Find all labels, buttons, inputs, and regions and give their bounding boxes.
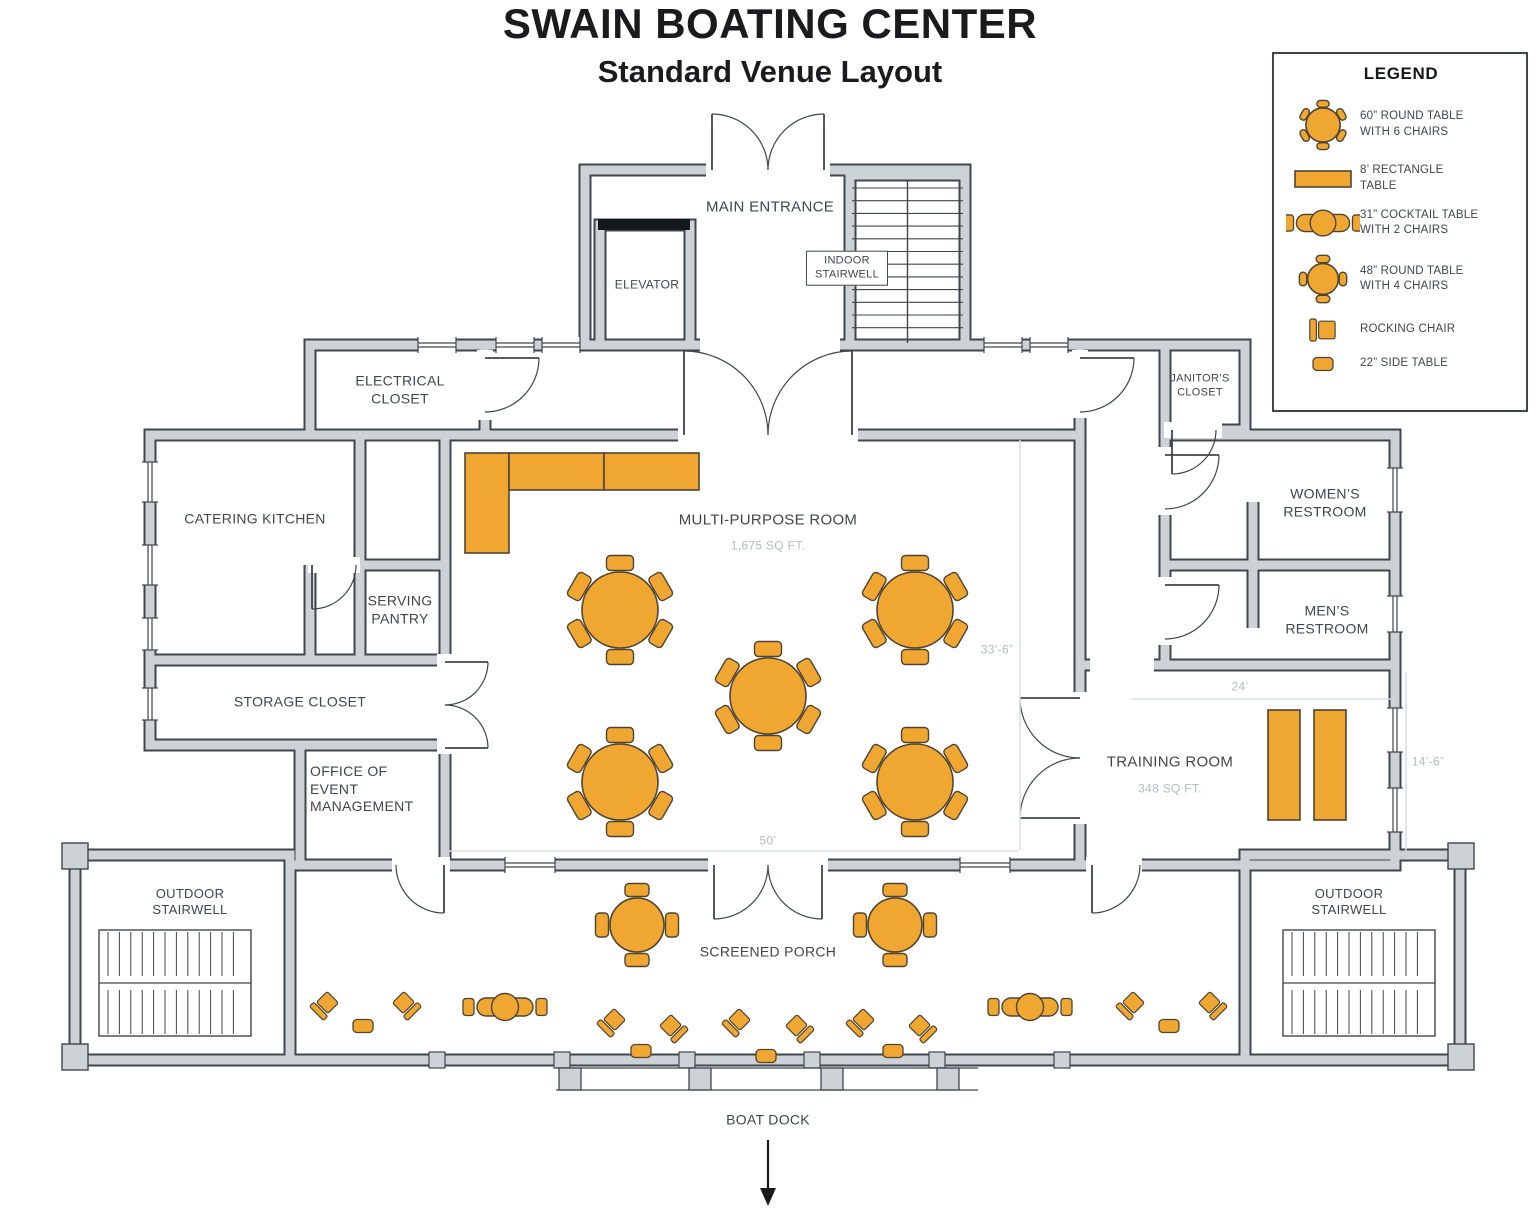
cocktail-icon — [1286, 209, 1360, 237]
pillar — [1447, 842, 1475, 870]
rocking-chair — [596, 1008, 626, 1038]
label-serving-pantry: SERVING PANTRY — [367, 592, 433, 627]
porch-post — [803, 1051, 821, 1069]
rectangle-table — [1267, 709, 1301, 821]
rocking-icon — [1309, 318, 1336, 342]
label-mens-restroom: MEN’S RESTROOM — [1285, 602, 1369, 637]
furniture-layer — [309, 452, 1347, 1064]
label-dim-50: 50’ — [759, 833, 777, 848]
outdoor-stairs — [98, 929, 252, 1037]
side-table — [882, 1043, 904, 1059]
legend-item-label: 22” SIDE TABLE — [1360, 357, 1449, 370]
legend: LEGEND 60” ROUND TABLE WITH 6 CHAIRS 8’ R… — [1272, 52, 1528, 412]
porch-post — [553, 1051, 571, 1069]
legend-items: 60” ROUND TABLE WITH 6 CHAIRS 8’ RECTANGL… — [1286, 96, 1516, 374]
legend-item-label: 48” ROUND TABLE WITH 4 CHAIRS — [1360, 264, 1464, 293]
rect-icon — [1294, 169, 1352, 188]
porch-post — [928, 1051, 946, 1069]
rectangle-table — [464, 452, 510, 554]
rocking-chair — [785, 1014, 815, 1044]
rocking-chair — [845, 1008, 875, 1038]
legend-item-label: 31” COCKTAIL TABLE WITH 2 CHAIRS — [1360, 208, 1479, 237]
boat-dock-arrow — [760, 1140, 776, 1206]
boat-dock-walkway — [556, 1067, 978, 1091]
legend-item-side: 22” SIDE TABLE — [1286, 354, 1516, 374]
label-electrical-closet: ELECTRICAL CLOSET — [355, 372, 445, 407]
plan-title: SWAIN BOATING CENTER — [502, 0, 1038, 47]
porch-post — [1053, 1051, 1071, 1069]
legend-item-cocktail: 31” COCKTAIL TABLE WITH 2 CHAIRS — [1286, 203, 1516, 243]
round-table-6-chairs — [566, 554, 674, 666]
label-training-room: TRAINING ROOM — [1106, 753, 1234, 771]
side-table — [352, 1018, 374, 1034]
elevator-door — [598, 219, 690, 230]
label-elevator: ELEVATOR — [614, 277, 680, 292]
rocking-chair — [659, 1014, 689, 1044]
round-table-6-chairs — [861, 726, 969, 838]
round-table-6-chairs — [714, 640, 822, 752]
label-catering-kitchen: CATERING KITCHEN — [184, 510, 326, 527]
cocktail-table — [987, 992, 1073, 1022]
legend-item-label: ROCKING CHAIR — [1360, 323, 1456, 336]
label-office-of-event-management: OFFICE OF EVENT MANAGEMENT — [310, 762, 414, 814]
outdoor-stairs — [1282, 929, 1436, 1037]
round6-icon — [1299, 99, 1347, 151]
rectangle-table — [1313, 709, 1347, 821]
legend-title: LEGEND — [1363, 64, 1439, 83]
label-mpr-area: 1,675 SQ FT. — [730, 538, 806, 553]
rocking-chair — [721, 1008, 751, 1038]
side-table — [755, 1048, 777, 1064]
label-dim-33-6: 33’-6” — [980, 642, 1014, 657]
legend-item-round6: 60” ROUND TABLE WITH 6 CHAIRS — [1286, 96, 1516, 154]
rectangle-table — [603, 452, 700, 491]
label-dim-24: 24’ — [1231, 679, 1249, 694]
side-table — [630, 1043, 652, 1059]
plan-subtitle: Standard Venue Layout — [597, 54, 943, 89]
legend-item-label: 60” ROUND TABLE WITH 6 CHAIRS — [1360, 110, 1464, 138]
label-boat-dock: BOAT DOCK — [726, 1111, 810, 1128]
pillar — [61, 1043, 89, 1071]
label-screened-porch: SCREENED PORCH — [699, 943, 837, 960]
legend-item-round4: 48” ROUND TABLE WITH 4 CHAIRS — [1286, 252, 1516, 306]
round-table-4-chairs — [852, 882, 938, 968]
door-swings — [311, 113, 1220, 920]
door-gaps — [308, 162, 1222, 873]
legend-item-label: 8’ RECTANGLE TABLE — [1360, 164, 1444, 192]
label-multi-purpose-room: MULTI-PURPOSE ROOM — [678, 511, 858, 529]
pillar — [61, 842, 89, 870]
side-table — [1158, 1018, 1180, 1034]
rectangle-table — [508, 452, 605, 491]
cocktail-table — [462, 992, 548, 1022]
label-womens-restroom: WOMEN’S RESTROOM — [1283, 485, 1367, 520]
rocking-chair — [908, 1014, 938, 1044]
label-storage-closet: STORAGE CLOSET — [233, 693, 367, 710]
label-outdoor-stairwell-right: OUTDOOR STAIRWELL — [1311, 885, 1387, 917]
label-dim-14-6: 14’-6” — [1411, 754, 1445, 769]
legend-item-rocking: ROCKING CHAIR — [1286, 315, 1516, 345]
label-main-entrance: MAIN ENTRANCE — [705, 198, 835, 216]
round-table-6-chairs — [861, 554, 969, 666]
round-table-4-chairs — [594, 882, 680, 968]
round-table-6-chairs — [566, 726, 674, 838]
legend-item-rect: 8’ RECTANGLE TABLE — [1286, 163, 1516, 194]
rocking-chair — [392, 991, 422, 1021]
side-icon — [1312, 356, 1334, 372]
plan-details — [61, 113, 1475, 1206]
rocking-chair — [1198, 991, 1228, 1021]
porch-post — [678, 1051, 696, 1069]
rocking-chair — [1115, 991, 1145, 1021]
label-janitors-closet: JANITOR’S CLOSET — [1170, 372, 1230, 398]
label-training-area: 348 SQ FT. — [1138, 781, 1202, 796]
porch-post — [428, 1051, 446, 1069]
label-indoor-stairwell: INDOOR STAIRWELL — [805, 250, 889, 286]
label-outdoor-stairwell-left: OUTDOOR STAIRWELL — [152, 885, 228, 917]
pillar — [1447, 1043, 1475, 1071]
rocking-chair — [309, 991, 339, 1021]
round4-icon — [1298, 254, 1348, 304]
